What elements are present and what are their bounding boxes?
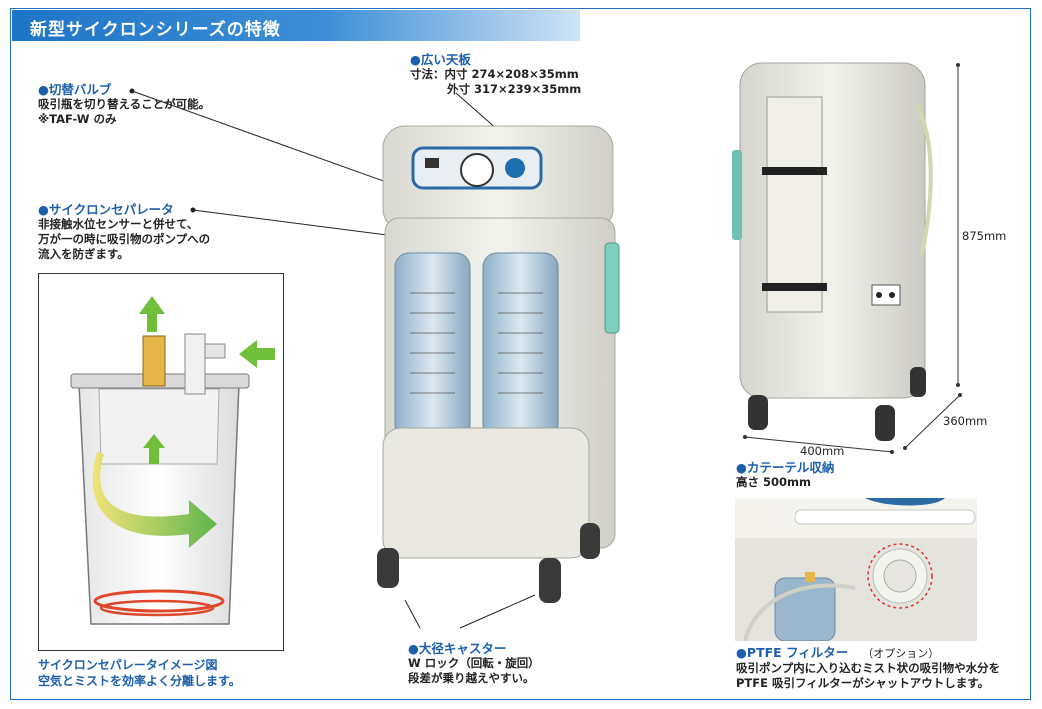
feature-top-plate-line2: 外寸 317×239×35mm	[447, 82, 582, 96]
feature-casters: ●大径キャスター W ロック（回転・旋回） 段差が乗り越えやすい。	[408, 641, 540, 686]
width-dimension: 400mm	[800, 444, 845, 458]
feature-ptfe: ●PTFE フィルター （オプション） 吸引ポンプ内に入り込むミスト状の吸引物や水…	[736, 645, 1000, 691]
feature-valve-line1: 吸引瓶を切り替えることが可能。	[38, 97, 211, 111]
cyclone-caption-line2: 空気とミストを効率よく分離します。	[38, 674, 241, 688]
air-in-arrow-icon	[239, 340, 275, 368]
feature-casters-line1: W ロック（回転・旋回）	[408, 656, 540, 670]
page-title: 新型サイクロンシリーズの特徴	[30, 20, 281, 40]
feature-top-plate-heading: ●広い天板	[410, 52, 471, 67]
feature-separator-heading: ●サイクロンセパレータ	[38, 202, 174, 217]
inner-up-arrow-icon	[143, 434, 165, 464]
feature-valve-line2: ※TAF-W のみ	[38, 112, 117, 126]
feature-valve-heading: ●切替バルブ	[38, 82, 112, 97]
filter-highlight-icon	[867, 543, 933, 609]
feature-top-plate-line1: 寸法：内寸 274×208×35mm	[410, 67, 579, 81]
feature-catheter-heading: ●カテーテル収納	[736, 460, 835, 475]
depth-dimension: 360mm	[943, 414, 988, 428]
top-plate-leader	[455, 92, 499, 131]
valve-leader-dot	[129, 88, 135, 94]
feature-valve: ●切替バルブ 吸引瓶を切り替えることが可能。 ※TAF-W のみ	[38, 82, 210, 127]
feature-separator-line1: 非接触水位センサーと併せて、	[38, 217, 199, 231]
cyclone-diagram-frame	[38, 273, 284, 651]
feature-ptfe-line1: 吸引ポンプ内に入り込むミスト状の吸引物や水分を	[736, 661, 1001, 675]
feature-catheter: ●カテーテル収納 高さ 500mm	[736, 460, 834, 490]
feature-separator: ●サイクロンセパレータ 非接触水位センサーと併せて、 万が一の時に吸引物のポンプ…	[38, 202, 210, 262]
title-banner: 新型サイクロンシリーズの特徴	[12, 10, 580, 41]
caster-leader-left	[404, 599, 421, 629]
feature-separator-line3: 流入を防ぎます。	[38, 247, 129, 261]
feature-casters-line2: 段差が乗り越えやすい。	[408, 671, 535, 685]
ptfe-filter-photo	[735, 498, 977, 641]
device-front-image	[377, 125, 620, 603]
cyclone-caption-line1: サイクロンセパレータイメージ図	[38, 658, 218, 672]
cyclone-diagram	[70, 296, 275, 625]
height-dimension: 875mm	[962, 229, 1007, 243]
swirl-arrow-icon	[92, 452, 217, 548]
air-out-arrow-icon	[139, 296, 165, 332]
feature-top-plate: ●広い天板 寸法：内寸 274×208×35mm 外寸 317×239×35mm	[410, 52, 581, 97]
separator-leader	[192, 209, 396, 237]
device-back-image	[732, 62, 933, 441]
caster-leader-right	[459, 594, 536, 629]
separator-leader-dot	[190, 207, 196, 213]
feature-casters-heading: ●大径キャスター	[408, 641, 507, 656]
feature-ptfe-heading: ●PTFE フィルター	[736, 645, 849, 660]
feature-separator-line2: 万が一の時に吸引物のポンプへの	[38, 232, 211, 246]
feature-catheter-line1: 高さ 500mm	[736, 475, 811, 489]
mist-swirl-icon	[93, 589, 225, 613]
feature-ptfe-option: （オプション）	[862, 647, 940, 660]
cyclone-caption: サイクロンセパレータイメージ図 空気とミストを効率よく分離します。	[38, 657, 241, 689]
feature-ptfe-line2: PTFE 吸引フィルターがシャットアウトします。	[736, 676, 990, 690]
